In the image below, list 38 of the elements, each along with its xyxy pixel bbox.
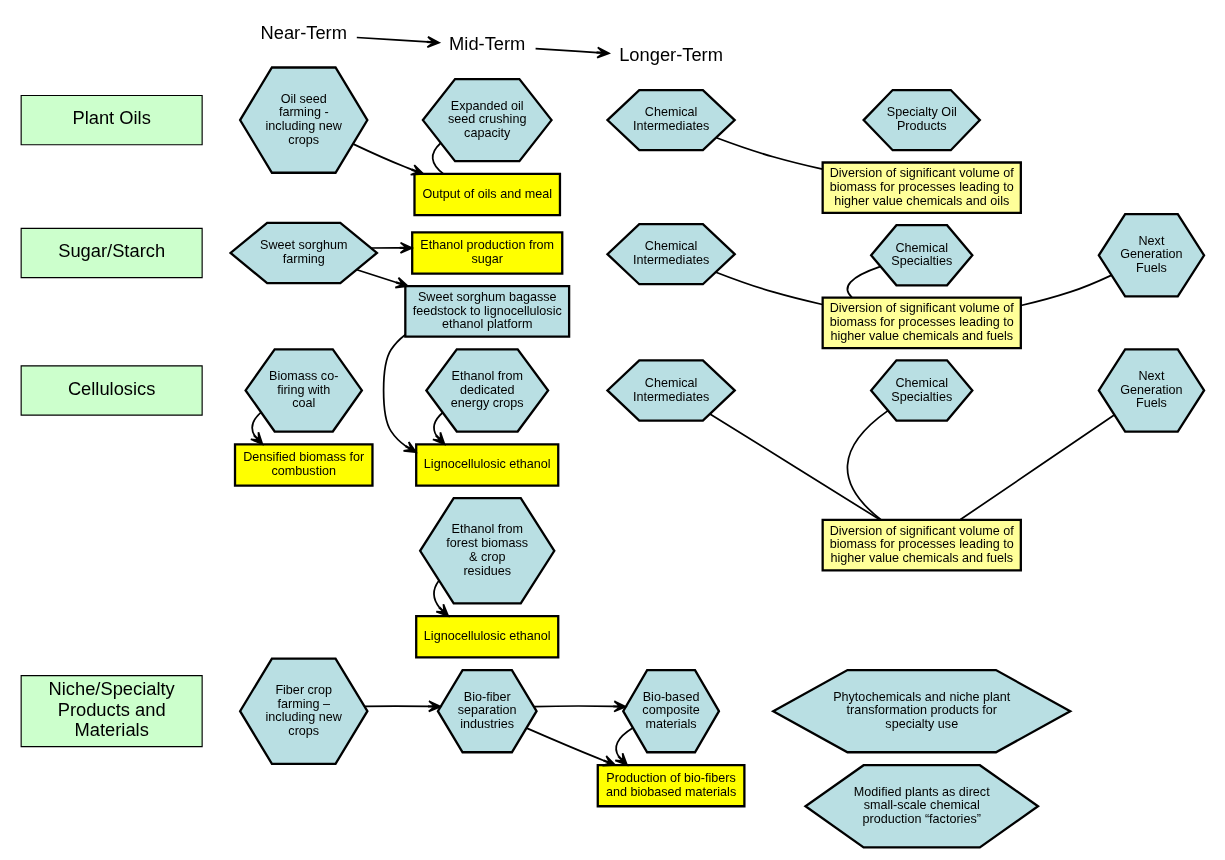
arrow <box>432 411 446 445</box>
node-text: Mid-Term <box>449 32 526 54</box>
connector <box>846 265 881 298</box>
connector <box>715 270 824 305</box>
connector <box>709 412 881 521</box>
node-box: Diversion of significant volume of biomass for processes leading to higher value chemicals and fuels <box>821 296 1022 349</box>
node-text: Near-Term <box>260 21 347 43</box>
arrow <box>534 46 610 59</box>
node-box: Lignocellulosic ethanol <box>415 614 560 658</box>
connector <box>1020 274 1113 306</box>
arrow <box>382 333 417 453</box>
node-box: Niche/Specialty Products and Materials <box>20 674 203 747</box>
node-box: Diversion of significant volume of biomass for processes leading to higher value chemicals and fuels <box>821 518 1022 571</box>
node-text: Longer-Term <box>619 43 723 65</box>
arrow <box>370 241 413 254</box>
node-box: Plant Oils <box>20 94 203 145</box>
node-box: Sweet sorghum bagasse feedstock to lignocellulosic ethanol platform <box>404 284 571 338</box>
arrow <box>355 268 409 288</box>
node-box: Lignocellulosic ethanol <box>415 442 560 487</box>
node-box: Sugar/Starch <box>20 227 203 278</box>
arrow <box>614 726 634 766</box>
node-box: Cellulosics <box>20 364 203 416</box>
arrow <box>433 579 449 617</box>
connector <box>431 141 445 175</box>
arrow <box>525 726 616 766</box>
connector <box>959 413 1116 520</box>
arrow <box>533 699 627 712</box>
node-box: Ethanol production from sugar <box>411 230 564 275</box>
arrow <box>363 699 442 712</box>
node-box: Densified biomass for combustion <box>233 442 374 487</box>
arrow <box>250 410 264 445</box>
node-box: Diversion of significant volume of biomass for processes leading to higher value chemicals and oils <box>821 160 1022 214</box>
connector <box>715 136 824 170</box>
node-box: Production of bio-fibers and biobased materials <box>596 763 746 807</box>
node-box: Output of oils and meal <box>413 172 562 216</box>
arrow <box>352 142 425 176</box>
arrow <box>355 35 440 48</box>
connector <box>846 409 889 521</box>
